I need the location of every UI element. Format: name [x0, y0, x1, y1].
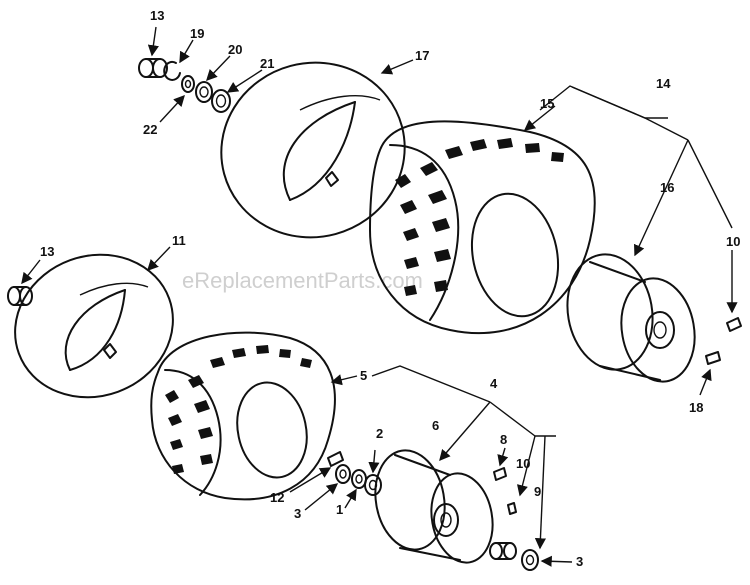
bearing-1 — [351, 469, 367, 489]
bushing-13-lower — [7, 286, 33, 306]
callout-14: 14 — [656, 76, 671, 91]
washer-3-lower-left — [335, 464, 351, 484]
callout-1: 1 — [336, 502, 343, 517]
inner-tube-17 — [220, 61, 406, 239]
leader-lines — [21, 26, 738, 567]
snap-ring-19 — [163, 60, 181, 81]
callout-21: 21 — [260, 56, 274, 71]
callout-3-left: 3 — [294, 506, 301, 521]
washer-3-lower-right — [521, 549, 539, 571]
washer-21 — [211, 89, 231, 113]
callout-3-right: 3 — [576, 554, 583, 569]
callout-15: 15 — [540, 96, 554, 111]
callout-10-upper: 10 — [726, 234, 740, 249]
callout-19: 19 — [190, 26, 204, 41]
callout-2: 2 — [376, 426, 383, 441]
bushing-9 — [489, 542, 517, 560]
callout-12: 12 — [270, 490, 284, 505]
valve-stem-8 — [493, 467, 507, 481]
tire-5 — [150, 331, 336, 501]
callout-6: 6 — [432, 418, 439, 433]
valve-cap-18 — [705, 351, 721, 365]
callout-17: 17 — [415, 48, 429, 63]
bearing-20 — [195, 81, 213, 103]
rim-16 — [566, 253, 696, 383]
rim-6 — [374, 449, 494, 564]
callout-10-lower: 10 — [516, 456, 530, 471]
washer-2 — [364, 474, 382, 496]
callout-13-upper: 13 — [150, 8, 164, 23]
callout-4: 4 — [490, 376, 498, 391]
callout-18: 18 — [689, 400, 703, 415]
callout-16: 16 — [660, 180, 674, 195]
valve-10-lower — [507, 502, 517, 515]
valve-stem-10-upper — [726, 317, 742, 332]
tire-15 — [369, 120, 596, 335]
callout-22: 22 — [143, 122, 157, 137]
callout-11: 11 — [172, 233, 186, 248]
callout-13-lower: 13 — [40, 244, 54, 259]
callout-20: 20 — [228, 42, 242, 57]
washer-22 — [181, 75, 195, 93]
bushing-13-upper — [138, 58, 168, 78]
valve-stem-12 — [327, 451, 344, 467]
callout-5: 5 — [360, 368, 367, 383]
callout-8: 8 — [500, 432, 507, 447]
callout-9: 9 — [534, 484, 541, 499]
inner-tube-11 — [14, 253, 174, 399]
